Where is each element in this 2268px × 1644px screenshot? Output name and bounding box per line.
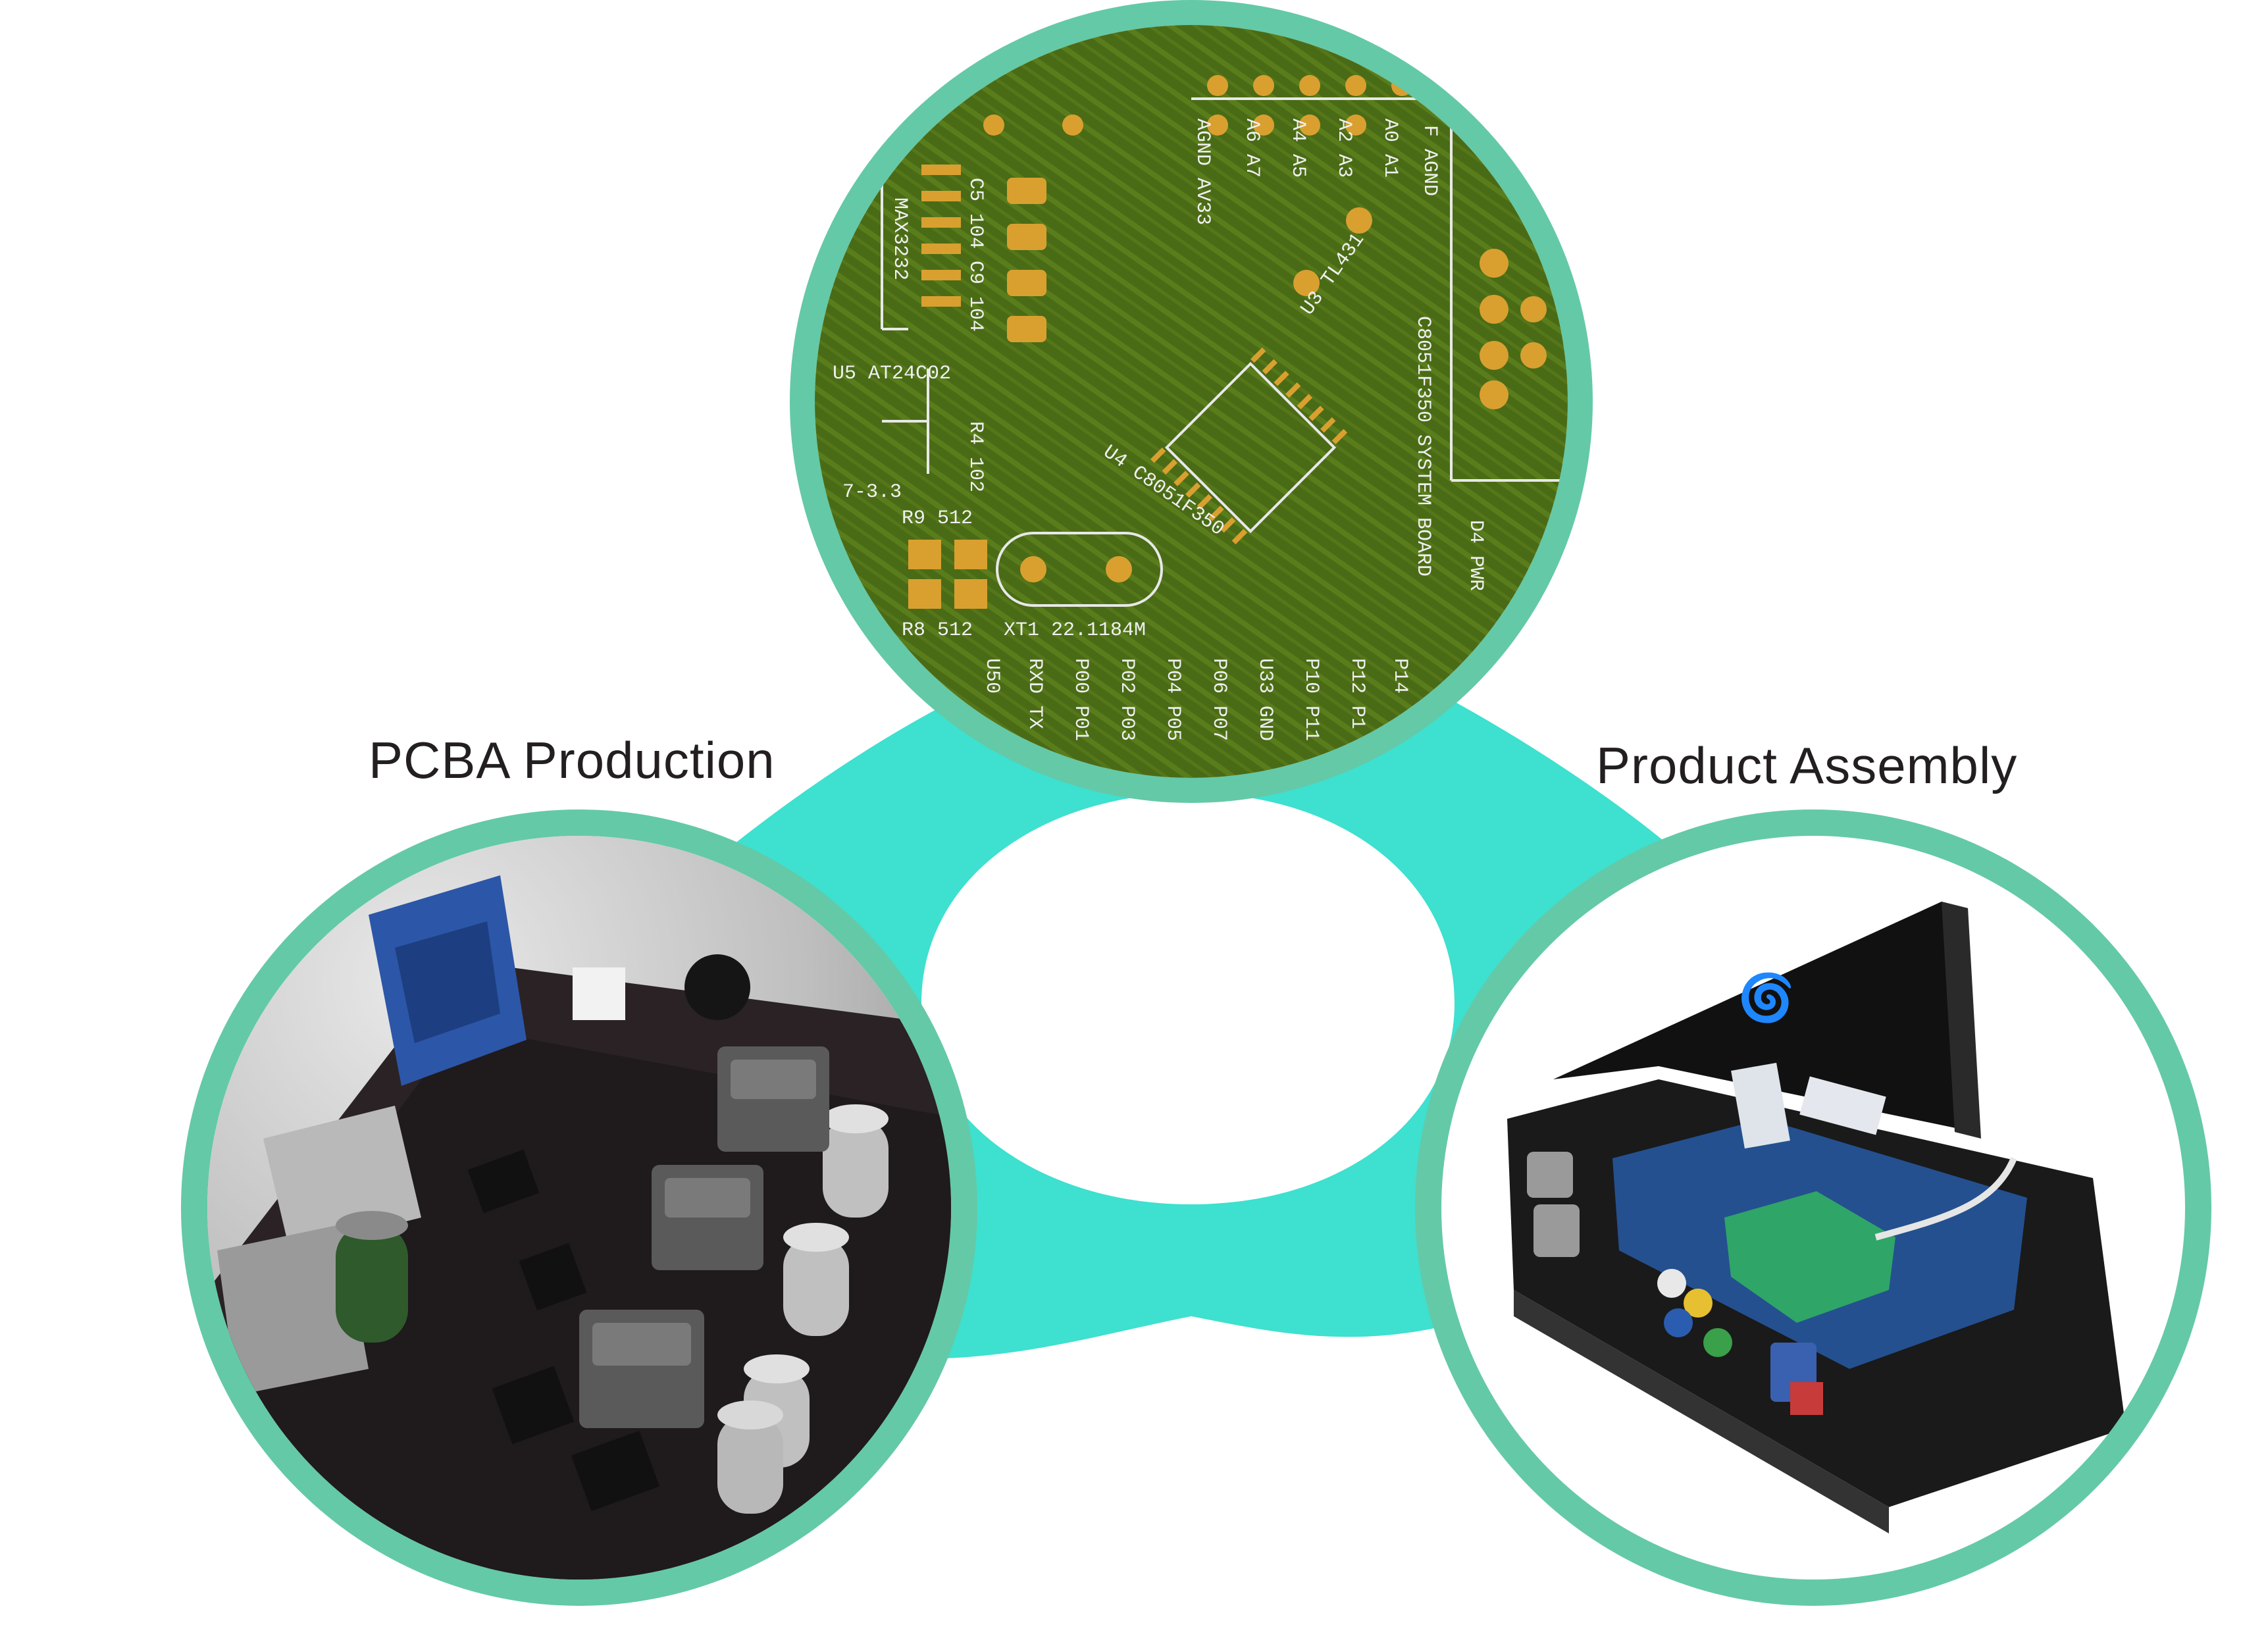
silk-pin-8: P12 P1 — [1346, 658, 1368, 729]
silk-chip-0: MAX3232 — [889, 197, 911, 280]
silk-pin-9: P14 — [1389, 658, 1411, 694]
assembled-pcb-photo — [181, 809, 977, 1606]
silk-pas-1: R4 102 — [964, 421, 987, 492]
silk-pas-3: R8 512 — [902, 619, 973, 642]
silk-pin-5: P06 P07 — [1208, 658, 1230, 741]
silk-top-4: A0 A1 — [1379, 118, 1401, 178]
silk-pin-0: U50 — [981, 658, 1003, 694]
silk-pin-1: RXD TX — [1023, 658, 1046, 729]
silk-top-0: AGND AV33 — [1191, 118, 1214, 225]
silk-top-3: A2 A3 — [1333, 118, 1355, 178]
silk-chip-4: C8051F350 SYSTEM BOARD — [1412, 316, 1434, 577]
silk-chip-1: U5 AT24C02 — [833, 363, 951, 385]
silk-pas-5: 7-3.3 — [842, 481, 902, 503]
silk-pas-4: XT1 22.1184M — [1004, 619, 1146, 642]
silk-pin-7: P10 P11 — [1300, 658, 1322, 741]
qfp-chip — [1150, 347, 1348, 545]
silk-pin-6: U33 GND — [1254, 658, 1276, 741]
silk-top-2: A4 A5 — [1287, 118, 1309, 178]
logo-icon: 🌀 — [1738, 970, 1795, 1024]
silk-pin-4: P04 P05 — [1162, 658, 1184, 741]
silk-pin-3: P02 P03 — [1116, 658, 1138, 741]
solder-pads — [908, 75, 1547, 609]
capacitors — [336, 1104, 889, 1514]
silk-chip-5: D4 PWR — [1464, 520, 1487, 591]
silk-pin-2: P00 P01 — [1070, 658, 1092, 741]
silk-top-1: A6 A7 — [1241, 118, 1263, 178]
rear-ports — [1527, 1152, 1823, 1415]
silk-pas-2: R9 512 — [902, 507, 973, 530]
label-pcba-production: PCBA Production — [369, 731, 775, 789]
label-product-assembly: Product Assembly — [1596, 736, 2018, 794]
pcb-board-photo: AGND AV33 A6 A7 A4 A5 A2 A3 A0 A1 F AGND… — [790, 0, 1593, 803]
vga-connector — [369, 875, 527, 1086]
enclosure-photo: 🌀 — [1415, 809, 2211, 1606]
silk-top-5: F AGND — [1418, 125, 1441, 196]
silk-pas-0: C5 104 C9 104 — [964, 178, 987, 332]
